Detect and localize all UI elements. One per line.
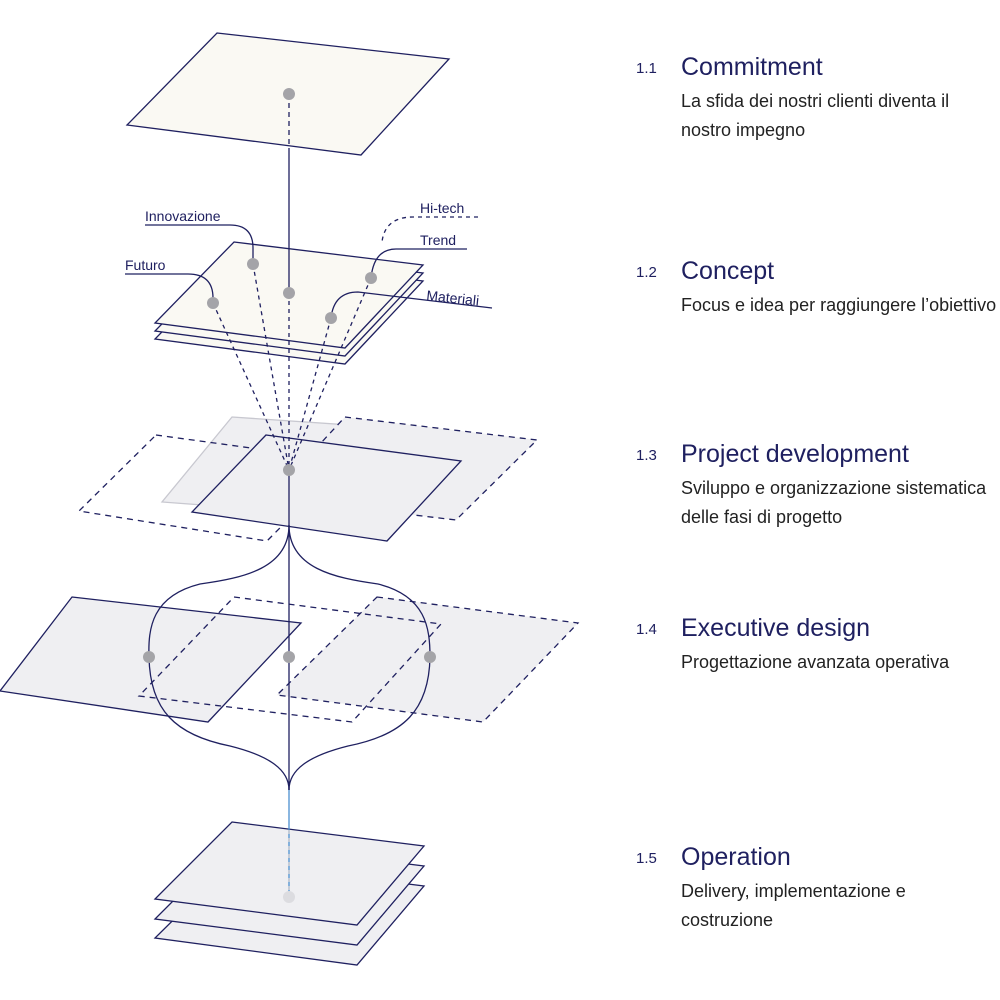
label-trend: Trend (420, 232, 456, 248)
label-innovazione: Innovazione (145, 208, 221, 224)
split-curve-left (148, 524, 290, 658)
innovazione-leader (145, 224, 254, 264)
step-description: Delivery, implementazione e costruzione (681, 881, 906, 930)
step-title: Project development (681, 440, 909, 468)
converge-line-1 (212, 302, 290, 471)
label-materiali: Materiali (426, 287, 480, 308)
split-curve-right (288, 524, 431, 658)
futuro-dot (207, 297, 219, 309)
step-title: Operation (681, 843, 791, 871)
converge-line-4 (288, 317, 332, 471)
step-title: Commitment (681, 53, 823, 81)
converge-line-2 (252, 263, 290, 471)
step-description: Progettazione avanzata operativa (681, 652, 950, 672)
executive-dot-center (283, 651, 295, 663)
step-number: 1.4 (636, 621, 657, 638)
step-number: 1.3 (636, 447, 657, 464)
trend-dot (365, 272, 377, 284)
development-plane-main (190, 434, 463, 542)
materiali-dot (325, 312, 337, 324)
converge-line-5 (288, 277, 372, 471)
concept-center-dot (283, 287, 295, 299)
step-description: Focus e idea per raggiungere l’obiettivo (681, 295, 997, 315)
step-description: La sfida dei nostri clienti diventa il n… (681, 91, 950, 140)
merge-curve-left (148, 656, 290, 791)
executive-dot-left (143, 651, 155, 663)
step-number: 1.5 (636, 850, 657, 867)
merge-curve-right (288, 656, 431, 791)
commitment-dot (283, 88, 295, 100)
label-futuro: Futuro (125, 257, 166, 273)
executive-plane-middle (137, 596, 443, 723)
innovazione-dot (247, 258, 259, 270)
step-title: Concept (681, 257, 775, 285)
development-plane-dashed-left (77, 434, 348, 542)
step-number: 1.2 (636, 264, 657, 281)
hitech-leader (381, 216, 478, 243)
step-description: Sviluppo e organizzazione sistematica de… (681, 478, 987, 527)
operation-dot (283, 891, 295, 903)
label-hitech: Hi-tech (420, 200, 464, 216)
step-number: 1.1 (636, 60, 657, 77)
step-title: Executive design (681, 614, 871, 642)
development-dot (283, 464, 295, 476)
executive-dot-right (424, 651, 436, 663)
